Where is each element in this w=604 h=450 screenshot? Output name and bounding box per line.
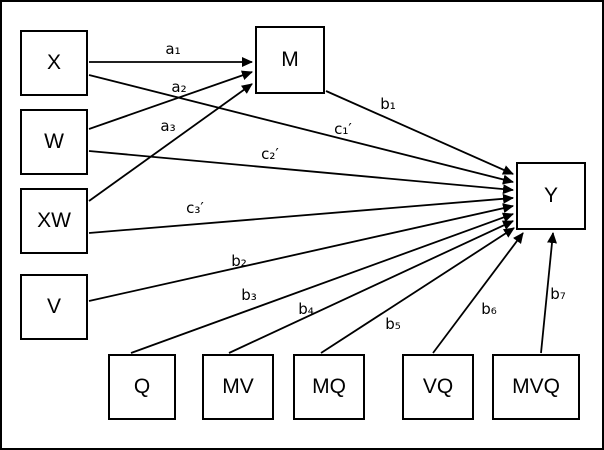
arrow-mv-to-y: [228, 220, 514, 354]
edge-label-c2: c₂′: [261, 145, 279, 163]
edge-label-b1: b₁: [380, 95, 396, 113]
box-w: W: [20, 109, 88, 175]
edge-label-a1: a₁: [165, 40, 180, 58]
arrow-m-to-y: [325, 90, 514, 175]
edge-label-b7: b₇: [550, 285, 566, 303]
edge-label-c3: c₃′: [186, 199, 204, 217]
box-mv-label: MV: [222, 375, 254, 398]
edge-label-b2: b₂: [231, 252, 247, 270]
box-y-label: Y: [543, 184, 558, 207]
box-mq-label: MQ: [312, 375, 346, 398]
box-m-label: M: [281, 48, 299, 71]
box-x: X: [20, 30, 88, 96]
box-q: Q: [108, 354, 176, 420]
edge-label-b5: b₅: [385, 315, 401, 333]
box-m: M: [255, 26, 325, 94]
edge-label-b3: b₃: [241, 286, 257, 304]
arrow-q-to-y: [130, 212, 514, 354]
arrow-v-to-y: [88, 203, 514, 302]
edge-label-c1: c₁′: [334, 120, 352, 138]
box-mvq-label: MVQ: [512, 375, 560, 398]
arrow-w-to-m: [88, 70, 253, 130]
box-w-label: W: [44, 130, 64, 153]
box-mv: MV: [202, 354, 274, 420]
arrow-mq-to-y: [320, 227, 515, 354]
edge-label-b6: b₆: [481, 300, 497, 318]
box-xw: XW: [20, 188, 88, 254]
box-mq: MQ: [293, 354, 365, 420]
box-q-label: Q: [133, 375, 151, 398]
arrow-vq-to-y: [432, 232, 524, 354]
arrow-mvq-to-y: [540, 232, 557, 354]
arrow-xw-to-y: [88, 193, 514, 234]
box-vq-label: VQ: [422, 375, 454, 398]
box-y: Y: [516, 162, 586, 230]
box-mvq: MVQ: [492, 354, 580, 420]
edge-label-b4: b₄: [298, 300, 314, 318]
box-v-label: V: [46, 295, 61, 318]
edge-label-a3: a₃: [160, 117, 175, 135]
edge-label-a2: a₂: [171, 78, 186, 96]
box-x-label: X: [46, 51, 61, 74]
arrow-x-to-y: [88, 74, 514, 185]
box-vq: VQ: [402, 354, 474, 420]
arrow-w-to-y: [88, 150, 514, 195]
arrow-xw-to-m: [88, 83, 253, 202]
box-v: V: [20, 274, 88, 340]
box-xw-label: XW: [37, 209, 71, 232]
